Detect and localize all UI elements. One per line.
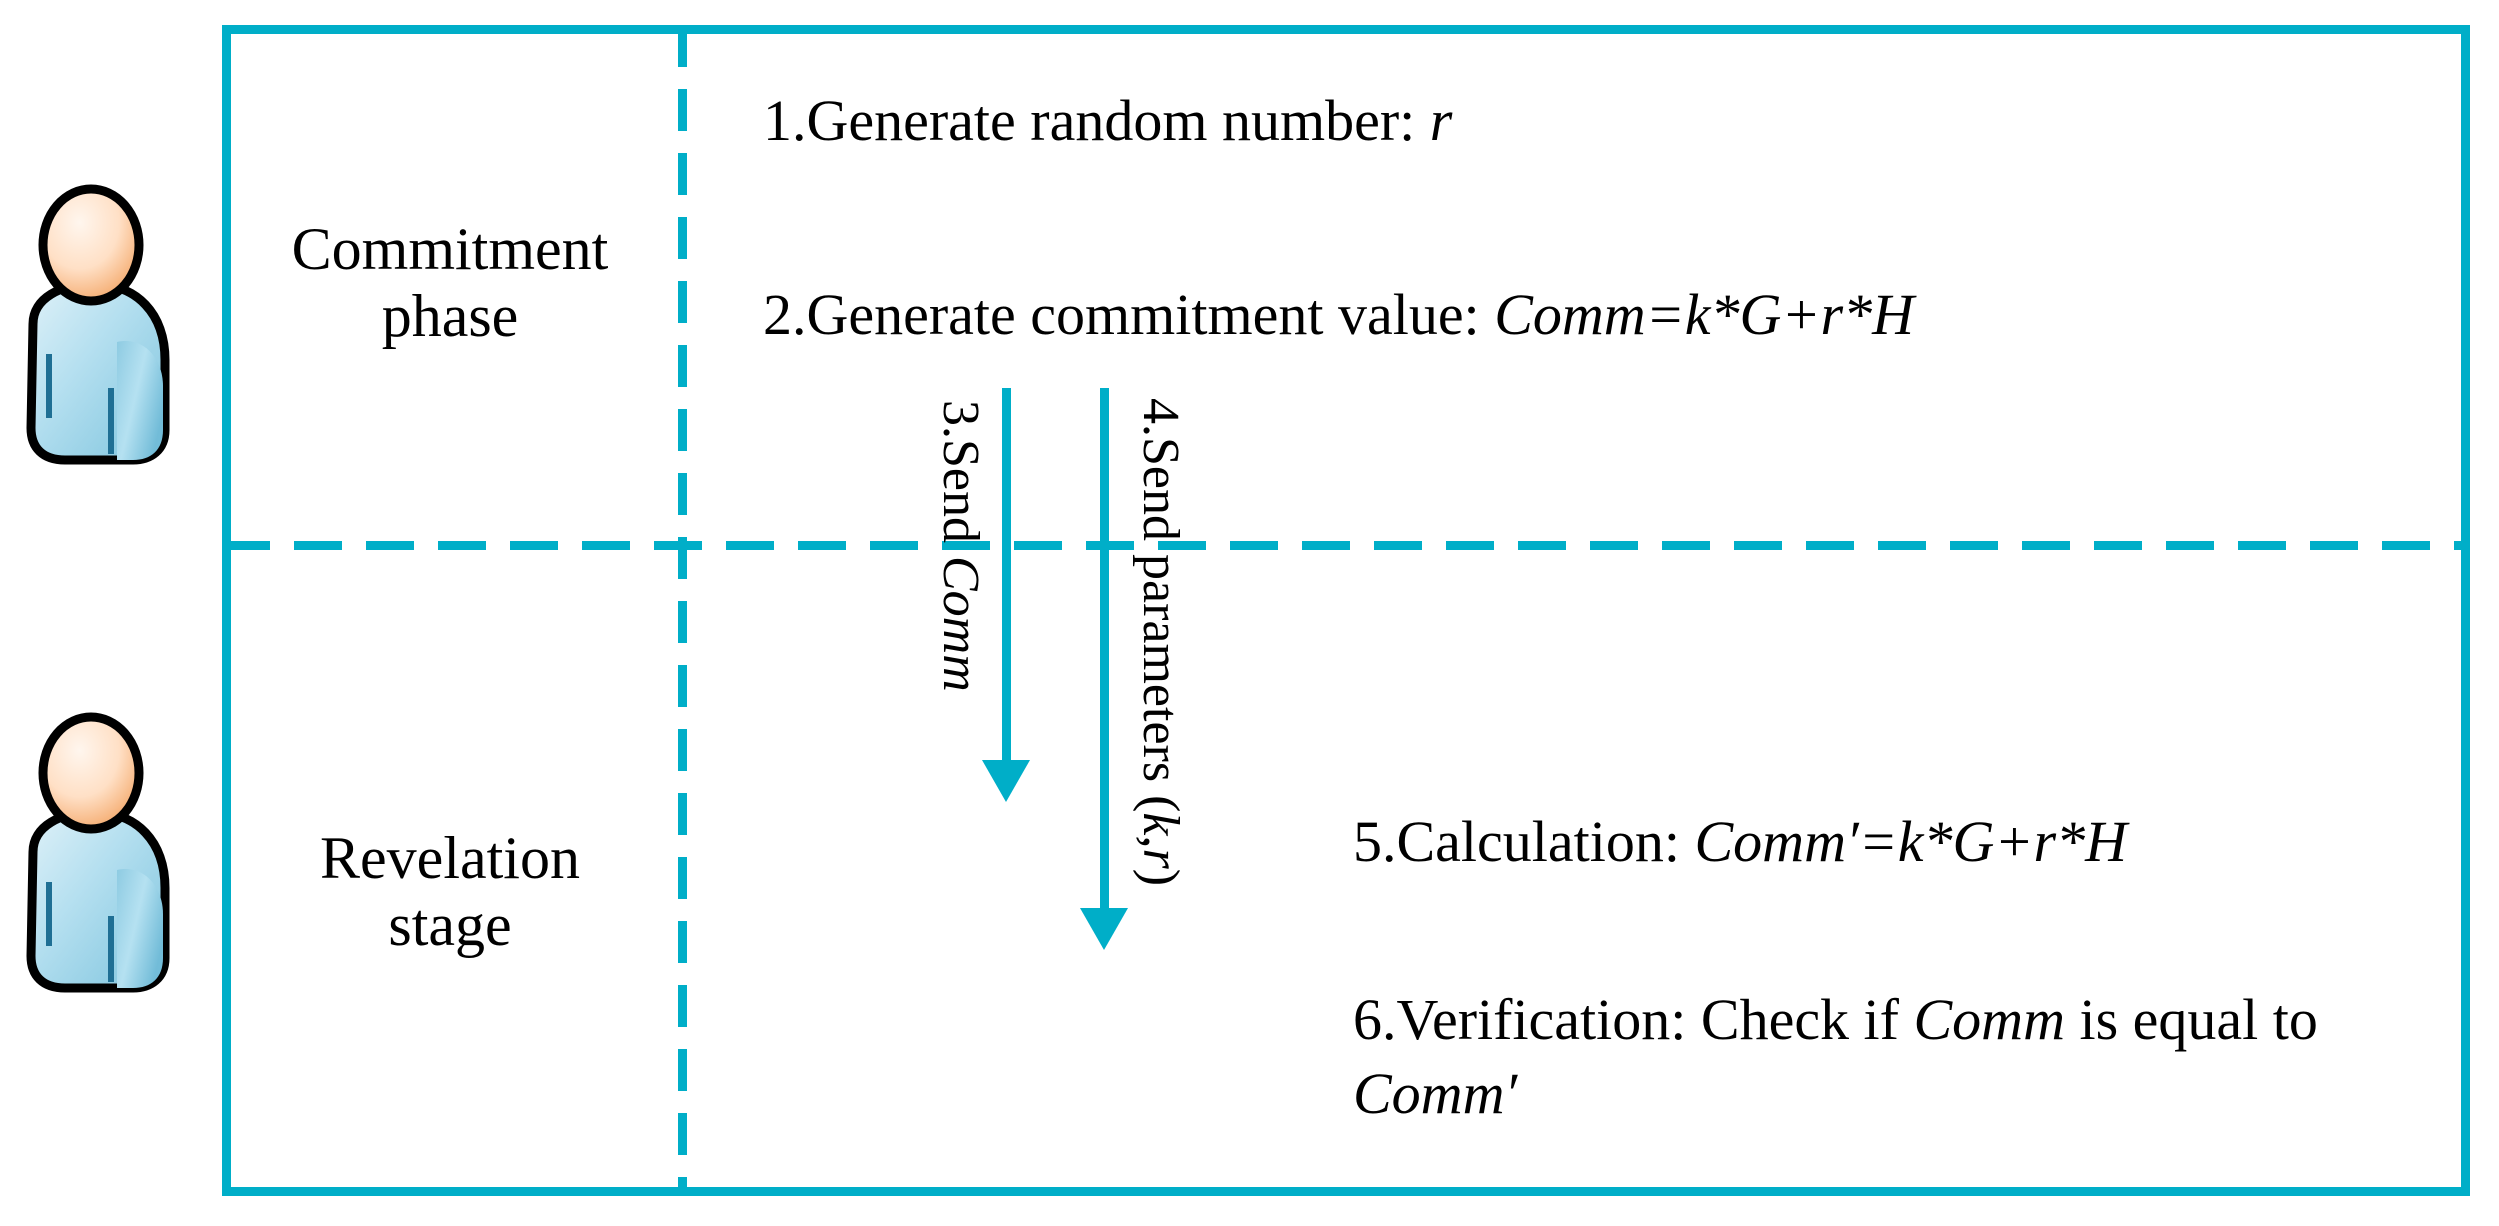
step-1-formula: r [1429,88,1453,153]
step-2-text: Generate commitment value: [806,282,1495,347]
step-6-text-b: is equal to [2064,987,2318,1052]
step-2-formula: Comm=k*G+r*H [1494,282,1915,347]
vertical-dashed-divider [678,25,687,1196]
step-2-generate-commitment-value: 2.Generate commitment value: Comm=k*G+r*… [763,278,1914,352]
arrow-4-formula-k: k [1132,812,1189,836]
arrow-label-send-parameters: 4.Send parameters (k,r) [1131,398,1190,886]
step-2-number: 2. [763,282,807,347]
step-6-formula-a: Comm [1913,987,2065,1052]
horizontal-dashed-divider [222,541,2470,550]
step-5-formula: Comm′=k*G+r*H [1694,809,2128,874]
step-1-generate-random-number: 1.Generate random number: r [763,84,1452,158]
step-1-text: Generate random number: [806,88,1430,153]
arrow-3-number: 3. [932,400,989,439]
step-1-number: 1. [763,88,807,153]
arrow-3-formula: Comm [932,556,989,692]
arrow-4-number: 4. [1132,398,1189,437]
phase-label-revelation: Revelation stage [320,825,580,959]
step-6-formula-b: Comm′ [1353,1061,1518,1127]
arrow-head-icon [982,760,1030,802]
arrow-4-text: Send parameters ( [1132,437,1189,813]
arrow-4-formula-r: r [1132,848,1189,869]
step-5-calculation: 5.Calculation: Comm′=k*G+r*H [1353,805,2127,879]
step-6-text-a: Verification: Check if [1396,987,1914,1052]
step-6-number: 6. [1353,987,1397,1052]
arrow-label-send-comm: 3.Send Comm [931,400,990,692]
step-6-verification: 6.Verification: Check if Comm is equal t… [1353,983,2413,1131]
arrow-shaft [1100,388,1109,908]
arrow-head-icon [1080,908,1128,950]
arrow-4-text-b: , [1132,835,1189,849]
step-5-text: Calculation: [1396,809,1695,874]
arrow-3-text: Send [932,439,989,556]
step-5-number: 5. [1353,809,1397,874]
person-icon-verifier [25,700,200,1000]
arrow-shaft [1002,388,1011,760]
diagram-frame [222,25,2470,1196]
person-icon-prover [25,172,200,472]
arrow-4-text-c: ) [1132,868,1189,887]
phase-label-commitment: Commitment phase [291,216,609,350]
